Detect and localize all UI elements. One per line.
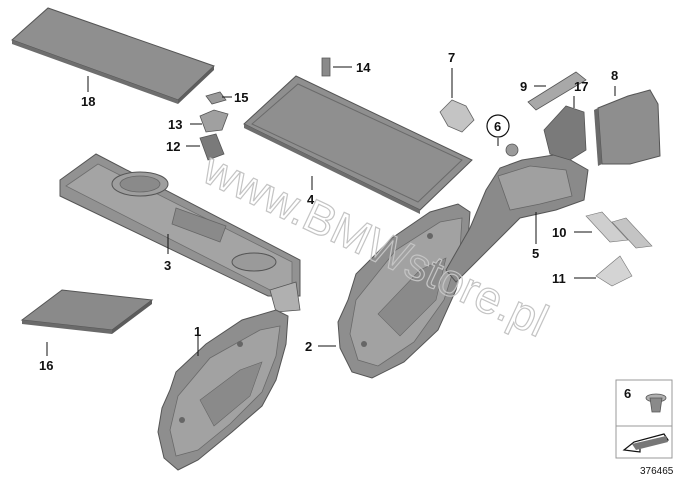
part-13-bracket[interactable]	[199, 109, 229, 133]
part-1-door-panel[interactable]	[157, 309, 289, 471]
callout-12: 12	[166, 139, 180, 154]
callout-11: 11	[552, 271, 566, 286]
part-10-strips[interactable]	[585, 211, 653, 249]
callout-5: 5	[532, 246, 539, 261]
callout-2: 2	[305, 339, 312, 354]
legend-fastener: 6	[615, 379, 673, 427]
part-5-trim[interactable]	[445, 143, 589, 283]
callout-8: 8	[611, 68, 618, 83]
callout-15: 15	[234, 90, 248, 105]
part-11-pad[interactable]	[595, 255, 633, 287]
callout-16: 16	[39, 358, 53, 373]
part-7-bracket[interactable]	[439, 99, 475, 133]
part-3-tray[interactable]	[59, 153, 301, 313]
diagram-code: 376465	[640, 466, 674, 477]
part-2-door-panel[interactable]	[337, 203, 471, 379]
part-18-panel[interactable]	[11, 7, 215, 104]
callout-4: 4	[307, 192, 315, 207]
part-14-pad[interactable]	[321, 57, 331, 77]
callout-18: 18	[81, 94, 95, 109]
callout-1: 1	[194, 324, 201, 339]
part-8-panel[interactable]	[594, 89, 661, 166]
callout-14: 14	[356, 60, 371, 75]
part-9-strip[interactable]	[527, 71, 587, 111]
svg-text:6: 6	[494, 119, 501, 134]
leader-lines	[46, 66, 616, 356]
callout-9: 9	[520, 79, 527, 94]
callout-13: 13	[168, 117, 182, 132]
legend-label: 6	[624, 386, 631, 401]
legend-arrow	[615, 425, 673, 459]
callout-6: 6	[486, 114, 510, 138]
part-4-mat[interactable]	[243, 75, 473, 214]
part-12-pad[interactable]	[199, 133, 225, 161]
part-16-mat[interactable]	[20, 289, 154, 334]
callout-3: 3	[164, 258, 171, 273]
callout-17: 17	[574, 79, 588, 94]
callout-10: 10	[552, 225, 566, 240]
part-17-cover[interactable]	[543, 105, 587, 161]
callout-7: 7	[448, 50, 455, 65]
part-15-pad[interactable]	[205, 91, 227, 105]
